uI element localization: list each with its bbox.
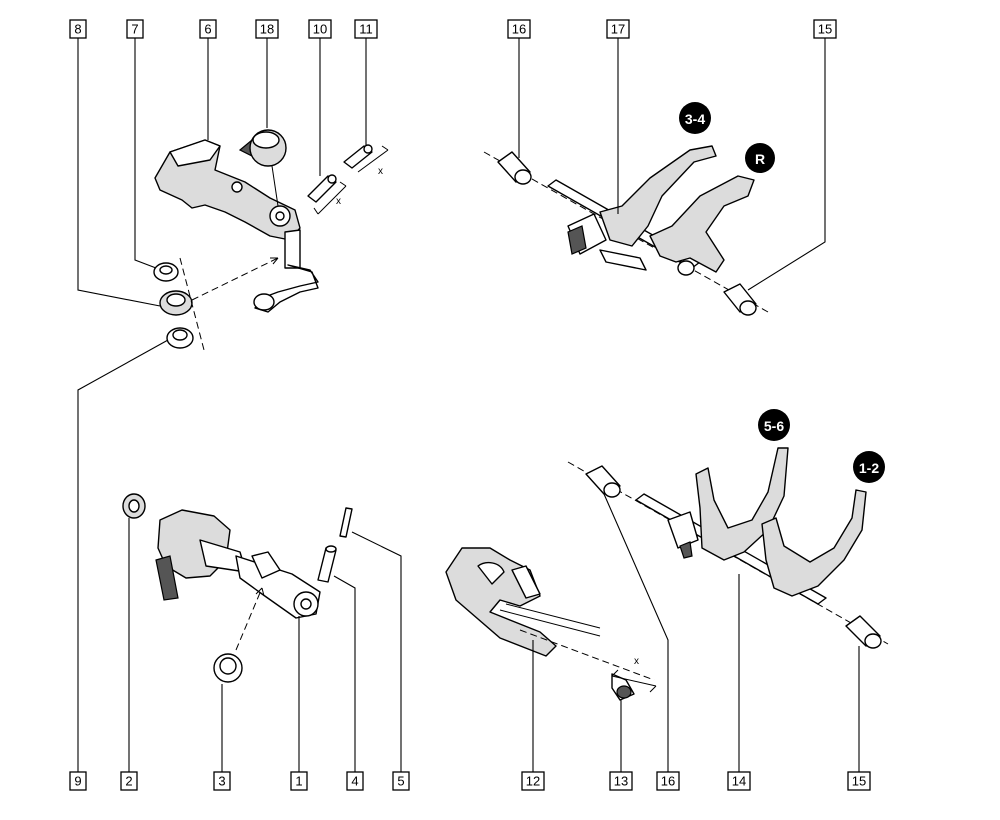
callout-18: 18 — [255, 19, 279, 39]
callout-7: 7 — [126, 19, 144, 39]
screw-part-13 — [611, 673, 635, 701]
svg-text:16: 16 — [661, 774, 675, 789]
svg-text:R: R — [755, 151, 765, 167]
ring-part-3 — [213, 653, 243, 683]
callout-15-bottom: 15 — [847, 771, 871, 791]
callout-1: 1 — [290, 771, 308, 791]
svg-text:x: x — [634, 656, 639, 667]
svg-text:4: 4 — [351, 774, 358, 789]
fork-3-4 — [599, 145, 717, 247]
svg-text:1-2: 1-2 — [859, 460, 879, 476]
pin-part-10 — [307, 174, 347, 215]
ring-part-9 — [166, 327, 194, 349]
svg-text:13: 13 — [614, 774, 628, 789]
fork-1-2 — [761, 489, 867, 597]
svg-text:12: 12 — [526, 774, 540, 789]
dimension-mark-bottom: x — [634, 656, 639, 667]
fork-shaft-3-4-group — [483, 145, 769, 316]
callout-12: 12 — [521, 771, 545, 791]
svg-text:5: 5 — [397, 774, 404, 789]
svg-text:x: x — [378, 166, 383, 177]
svg-text:3-4: 3-4 — [685, 111, 705, 127]
callout-10: 10 — [308, 19, 332, 39]
ring-part-7 — [153, 262, 179, 282]
svg-text:5-6: 5-6 — [764, 418, 784, 434]
svg-text:10: 10 — [313, 22, 327, 37]
callout-2: 2 — [120, 771, 138, 791]
badge-R: R — [745, 143, 775, 173]
pin-part-11 — [343, 144, 389, 173]
bush-part-2 — [122, 493, 146, 519]
badge-1-2: 1-2 — [853, 451, 885, 483]
callout-16-bottom: 16 — [656, 771, 680, 791]
svg-text:8: 8 — [74, 22, 81, 37]
bush-part-15-bottom — [845, 615, 882, 649]
leader-lines — [77, 38, 860, 772]
callout-15-top: 15 — [813, 19, 837, 39]
bush-part-16-top — [497, 151, 532, 185]
svg-text:16: 16 — [512, 22, 526, 37]
dimension-marks-top: x x — [336, 166, 383, 207]
svg-text:6: 6 — [204, 22, 211, 37]
bush-part-15-top — [723, 283, 757, 316]
callout-8: 8 — [69, 19, 87, 39]
selector-housing-group — [122, 493, 353, 683]
svg-text:1: 1 — [295, 774, 302, 789]
pin-part-4 — [317, 545, 337, 583]
callout-4: 4 — [346, 771, 364, 791]
svg-text:2: 2 — [125, 774, 132, 789]
bush-part-16-bottom — [585, 465, 621, 498]
fork-shaft-5-6-group — [567, 447, 889, 649]
bracket-part-12 — [445, 547, 557, 657]
callout-3: 3 — [213, 771, 231, 791]
callout-16-top: 16 — [507, 19, 531, 39]
bearing-part-8 — [159, 290, 193, 316]
svg-text:x: x — [336, 196, 341, 207]
bracket-group: x — [445, 547, 657, 701]
svg-text:9: 9 — [74, 774, 81, 789]
selector-lever-group: x x — [153, 129, 389, 351]
callout-5: 5 — [392, 771, 410, 791]
badge-3-4: 3-4 — [679, 102, 711, 134]
svg-text:15: 15 — [852, 774, 866, 789]
svg-text:11: 11 — [359, 22, 373, 37]
svg-text:3: 3 — [218, 774, 225, 789]
fork-R — [649, 175, 755, 273]
badge-5-6: 5-6 — [758, 409, 790, 441]
knob-part-18 — [238, 129, 287, 207]
svg-text:18: 18 — [260, 22, 274, 37]
svg-text:7: 7 — [131, 22, 138, 37]
callout-11: 11 — [354, 19, 378, 39]
pin-part-5 — [339, 507, 353, 538]
svg-text:14: 14 — [732, 774, 746, 789]
callout-9: 9 — [69, 771, 87, 791]
svg-text:17: 17 — [611, 22, 625, 37]
callout-17: 17 — [606, 19, 630, 39]
callout-6: 6 — [199, 19, 217, 39]
svg-text:15: 15 — [818, 22, 832, 37]
callout-14: 14 — [727, 771, 751, 791]
callout-13: 13 — [609, 771, 633, 791]
